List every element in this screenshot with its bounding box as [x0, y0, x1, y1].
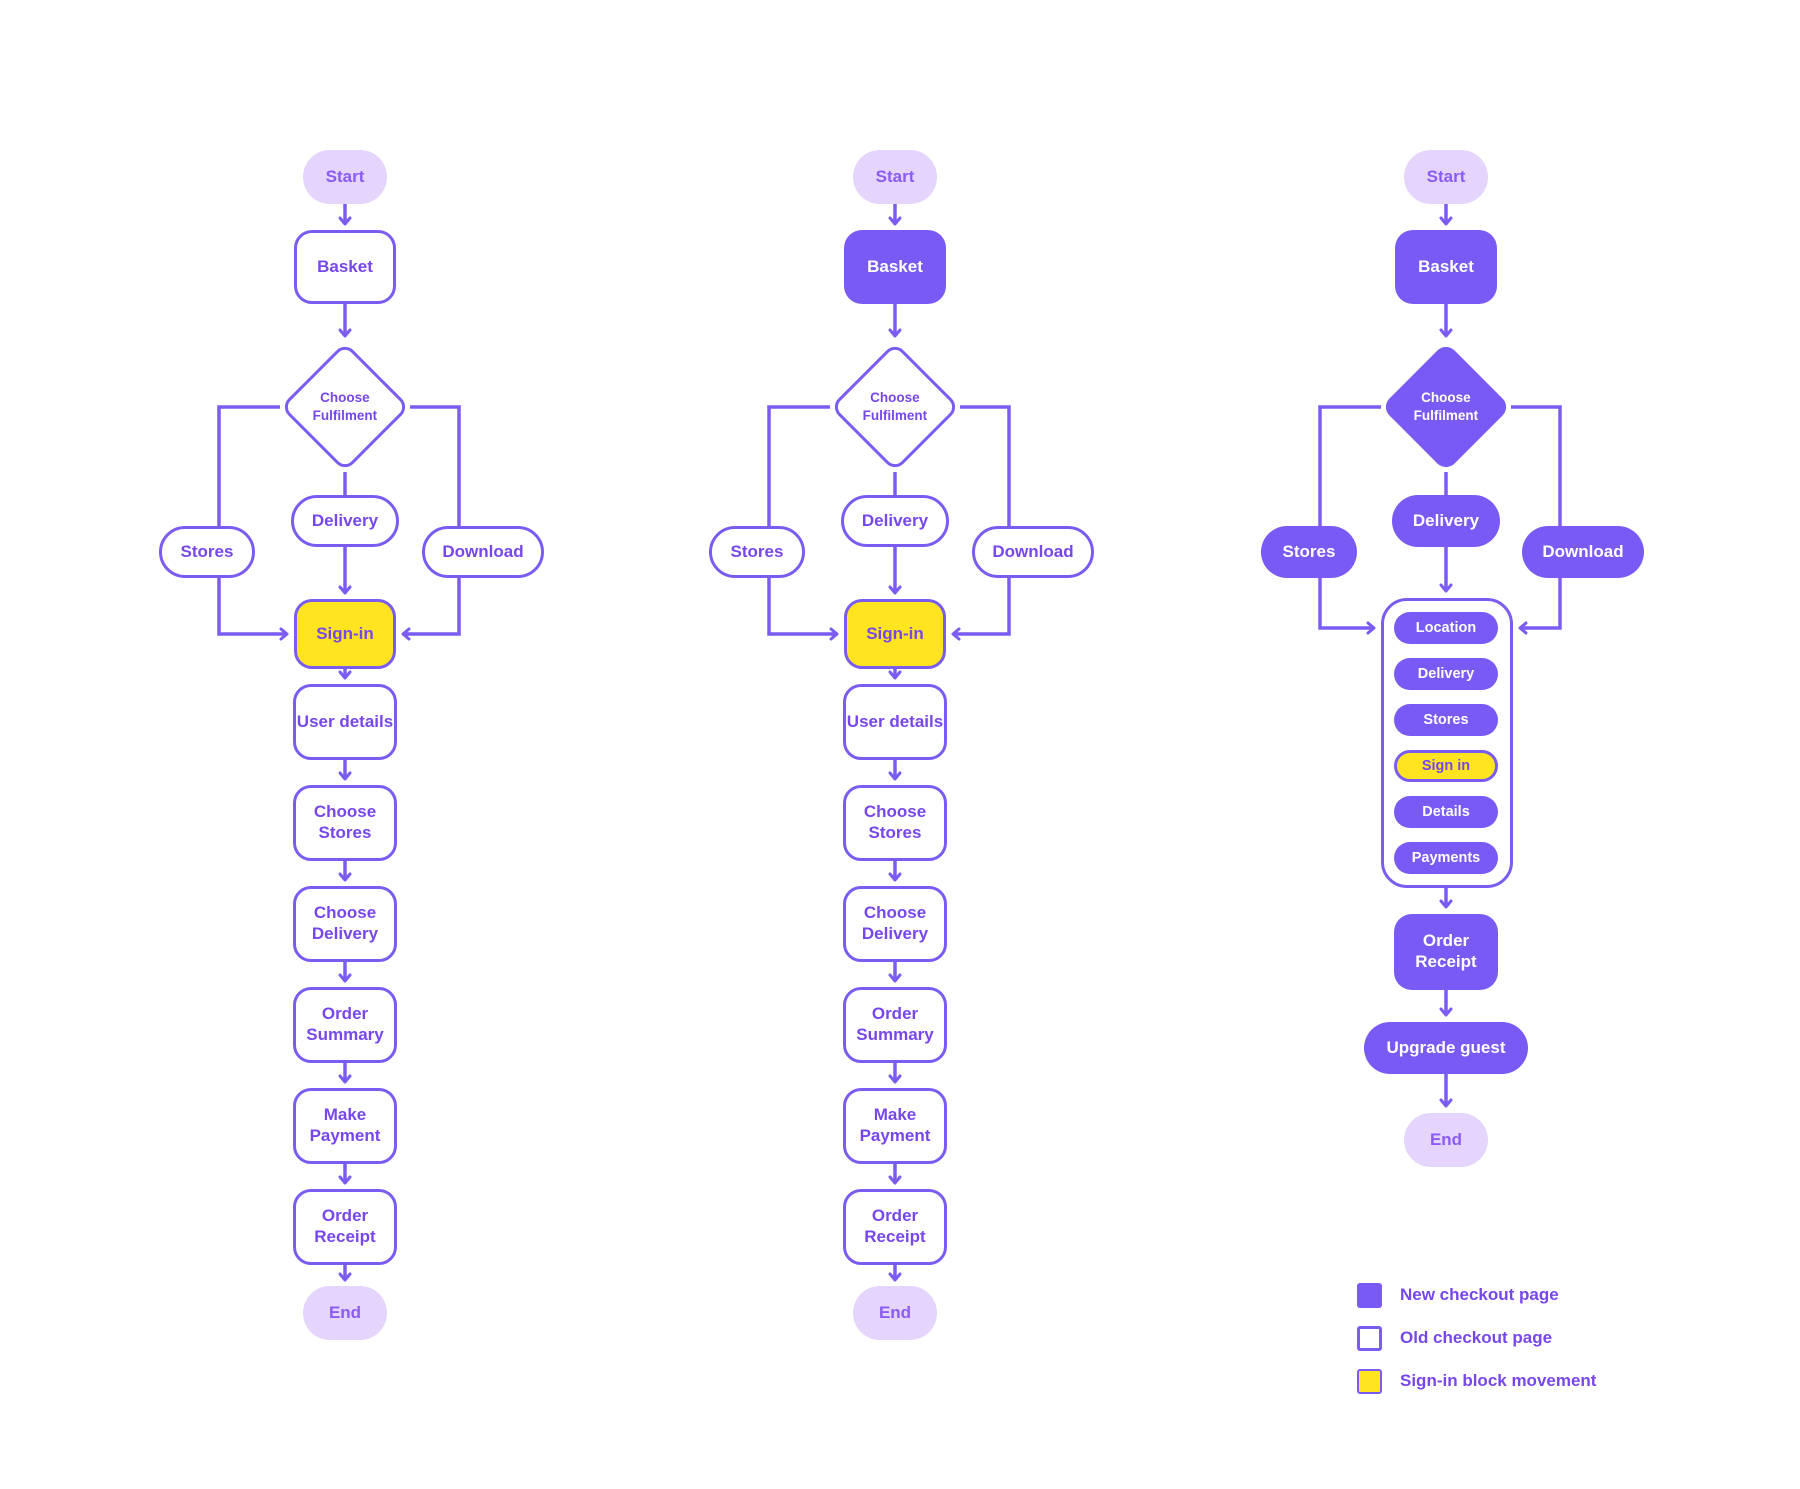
step-location-pill: Location [1394, 612, 1498, 644]
node-label: Choose Fulfilment [1413, 389, 1479, 423]
signin-movement-swatch-icon [1357, 1368, 1382, 1394]
step-delivery-pill: Delivery [1394, 658, 1498, 690]
flow1-end-node: End [303, 1286, 387, 1340]
flow3-end-node: End [1404, 1113, 1488, 1167]
flow-arrow [951, 405, 1011, 641]
flow1-delivery-node: Delivery [291, 495, 399, 547]
flow2-delivery-node: Delivery [841, 495, 949, 547]
flow3-basket-node: Basket [1395, 230, 1497, 304]
flow3-start-node: Start [1404, 150, 1488, 204]
flow-arrow [401, 405, 461, 641]
legend-label: Sign-in block movement [1400, 1371, 1597, 1390]
legend: New checkout page Old checkout page Sign… [1357, 1282, 1596, 1411]
flow1-order-summary-node: Order Summary [293, 987, 397, 1063]
node-label: Choose Fulfilment [862, 389, 928, 423]
flow2-order-receipt-node: Order Receipt [843, 1189, 947, 1265]
flow1-user-details-node: User details [293, 684, 397, 760]
flow1-start-node: Start [303, 150, 387, 204]
flow1-stores-node: Stores [159, 526, 255, 578]
flow3-upgrade-guest-node: Upgrade guest [1364, 1022, 1528, 1074]
flow2-basket-node: Basket [844, 230, 946, 304]
step-signin-pill: Sign in [1394, 750, 1498, 782]
flow-arrow [217, 405, 289, 641]
flow1-order-receipt-node: Order Receipt [293, 1189, 397, 1265]
flow1-choose-stores-node: Choose Stores [293, 785, 397, 861]
flow-arrow [767, 405, 839, 641]
flow1-choose-delivery-node: Choose Delivery [293, 886, 397, 962]
step-stores-pill: Stores [1394, 704, 1498, 736]
flow2-order-summary-node: Order Summary [843, 987, 947, 1063]
flow1-signin-node: Sign-in [294, 599, 396, 669]
legend-item-signin-movement: Sign-in block movement [1357, 1368, 1596, 1394]
flow2-end-node: End [853, 1286, 937, 1340]
flow3-order-receipt-node: Order Receipt [1394, 914, 1498, 990]
legend-label: New checkout page [1400, 1285, 1559, 1304]
flow1-download-node: Download [422, 526, 544, 578]
flow3-delivery-node: Delivery [1392, 495, 1500, 547]
flow1-make-payment-node: Make Payment [293, 1088, 397, 1164]
flow2-make-payment-node: Make Payment [843, 1088, 947, 1164]
flow2-signin-node: Sign-in [844, 599, 946, 669]
flow1-basket-node: Basket [294, 230, 396, 304]
flow2-start-node: Start [853, 150, 937, 204]
flow3-download-node: Download [1522, 526, 1644, 578]
flow3-stores-node: Stores [1261, 526, 1357, 578]
flow2-download-node: Download [972, 526, 1094, 578]
node-label: Choose Fulfilment [312, 389, 378, 423]
flow2-stores-node: Stores [709, 526, 805, 578]
legend-label: Old checkout page [1400, 1328, 1553, 1347]
new-checkout-swatch-icon [1357, 1282, 1382, 1308]
flow2-user-details-node: User details [843, 684, 947, 760]
flow-arrow [1318, 405, 1381, 635]
step-details-pill: Details [1394, 796, 1498, 828]
legend-item-new-checkout: New checkout page [1357, 1282, 1596, 1308]
legend-item-old-checkout: Old checkout page [1357, 1325, 1596, 1351]
flow-arrow [1511, 405, 1562, 635]
step-payments-pill: Payments [1394, 842, 1498, 874]
old-checkout-swatch-icon [1357, 1325, 1382, 1351]
flow2-choose-delivery-node: Choose Delivery [843, 886, 947, 962]
flow2-choose-stores-node: Choose Stores [843, 785, 947, 861]
checkout-steps-container [1381, 598, 1513, 888]
